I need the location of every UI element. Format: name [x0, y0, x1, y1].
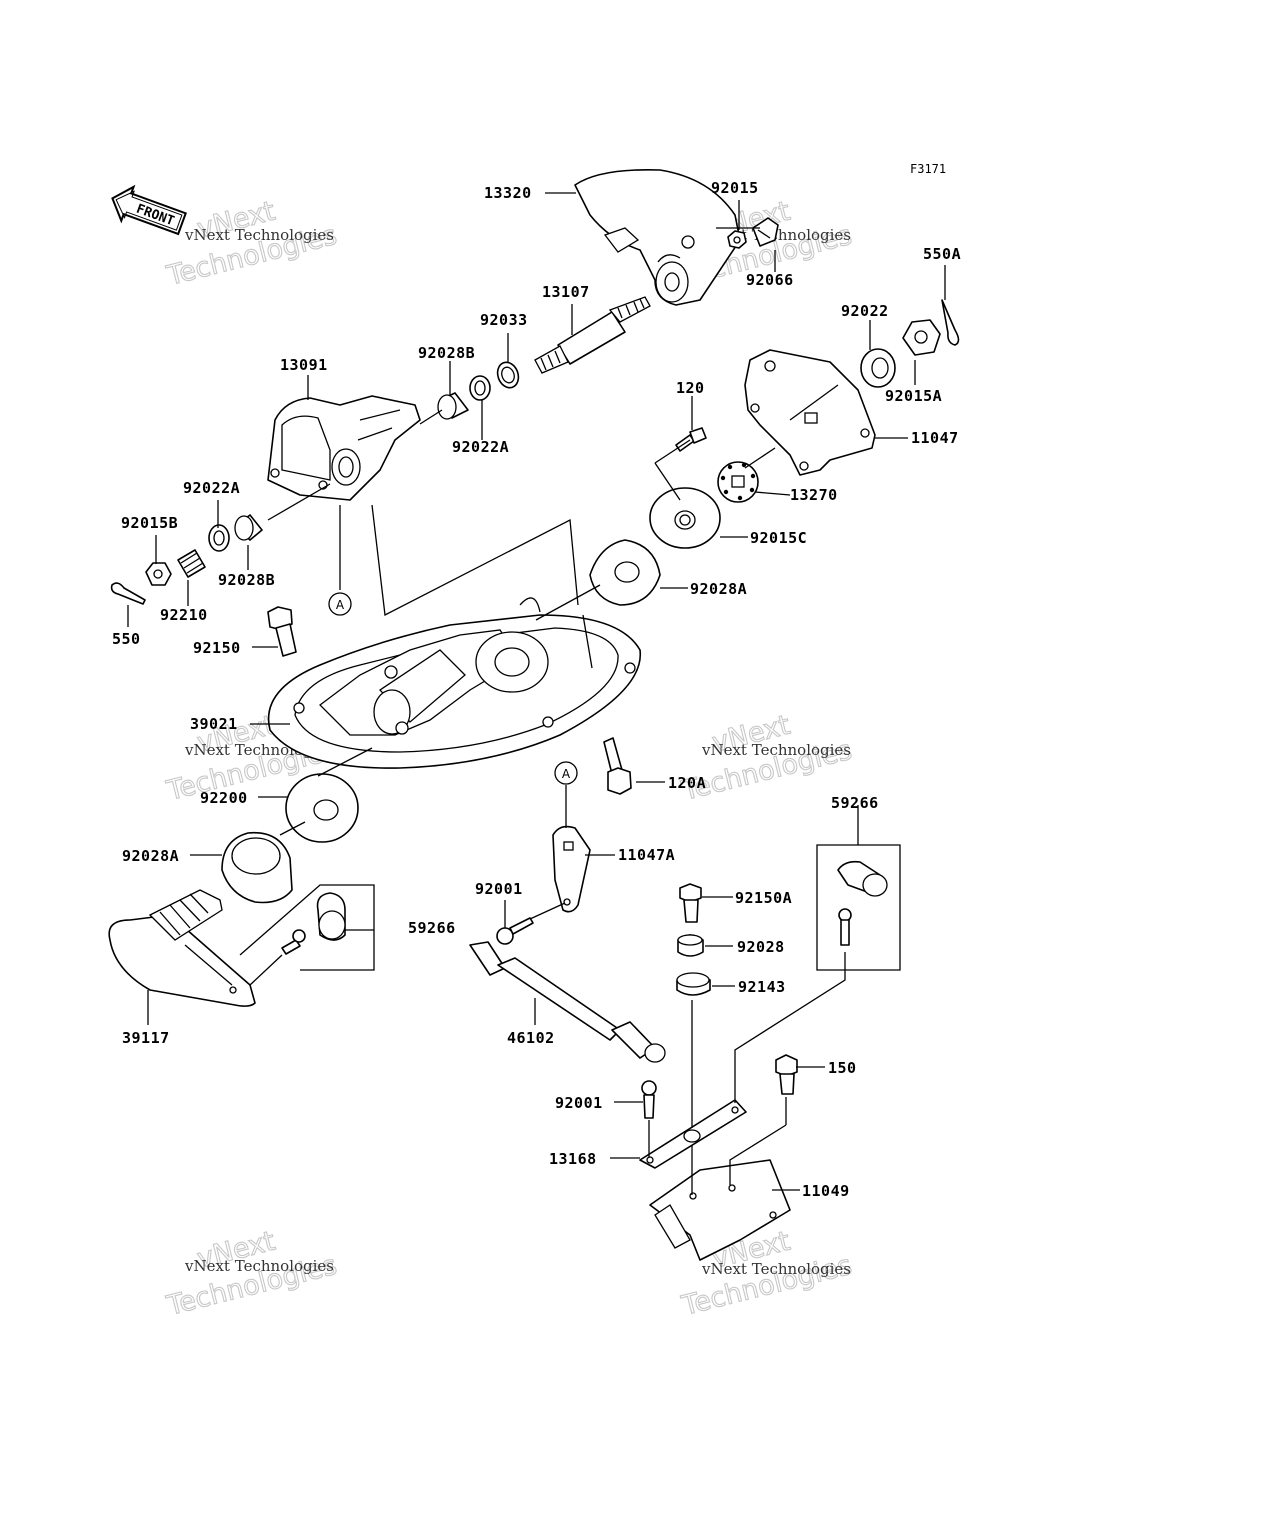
watermark-5: Technologies vNext vNext Technologies: [163, 1225, 341, 1323]
label-550A: 550A: [923, 245, 961, 263]
part-92015B-nut: [145, 562, 172, 586]
part-labels: 13320 92015 92066 550A 13107 92033 92022…: [112, 179, 961, 1200]
part-13107-shaft: [534, 296, 651, 374]
label-13168: 13168: [549, 1150, 597, 1168]
reference-callout-a-lower: A: [554, 761, 578, 785]
label-46102: 46102: [507, 1029, 555, 1047]
part-150-bolt: [775, 1054, 798, 1095]
label-39117: 39117: [122, 1029, 170, 1047]
watermark-text: vNext Technologies: [701, 1260, 851, 1278]
label-92022A-top: 92022A: [452, 438, 509, 456]
label-92143: 92143: [738, 978, 786, 996]
part-39021-deck: [267, 597, 642, 769]
part-92015A-castle-nut: [902, 319, 941, 356]
part-120-bolt: [675, 427, 707, 452]
part-39117-lever: [108, 889, 256, 1007]
part-46102-rod: [469, 941, 666, 1063]
part-92015C-nut: [649, 487, 721, 549]
part-11049-bracket: [649, 1159, 791, 1261]
label-11047A: 11047A: [618, 846, 675, 864]
label-150: 150: [828, 1059, 857, 1077]
watermark-1: Technologies vNext vNext Technologies: [163, 195, 341, 293]
label-59266-left: 59266: [408, 919, 456, 937]
label-550: 550: [112, 630, 141, 648]
part-550-cotter-pin: [110, 582, 146, 605]
part-92028-collar: [677, 934, 704, 957]
part-92150-bolt: [267, 606, 297, 657]
label-92028B-left: 92028B: [218, 571, 275, 589]
label-92028A-left: 92028A: [122, 847, 179, 865]
label-92028: 92028: [737, 938, 785, 956]
part-92022A-left-washer: [208, 524, 230, 552]
part-92028B-top-bushing: [437, 392, 469, 420]
label-13091: 13091: [280, 356, 328, 374]
label-120A: 120A: [668, 774, 706, 792]
part-11047-bracket: [744, 349, 876, 476]
part-13168-plate: [639, 1099, 747, 1169]
part-13320-handle: [574, 168, 741, 306]
part-92015-nut: [727, 230, 747, 249]
label-92001-low: 92001: [555, 1094, 603, 1112]
part-92028B-left-bushing: [234, 514, 263, 541]
label-92150: 92150: [193, 639, 241, 657]
part-13091-housing: [267, 395, 421, 501]
part-92066-pin: [752, 217, 779, 247]
part-92200-seal: [285, 773, 359, 843]
label-92028A-right: 92028A: [690, 580, 747, 598]
figure-code: F3171: [910, 162, 946, 176]
label-92015: 92015: [711, 179, 759, 197]
leader-lines: [127, 192, 946, 1195]
label-92150A: 92150A: [735, 889, 792, 907]
label-11049: 11049: [802, 1182, 850, 1200]
label-92015C: 92015C: [750, 529, 807, 547]
label-92015B: 92015B: [121, 514, 178, 532]
watermark-4: Technologies vNext vNext Technologies: [678, 709, 856, 808]
part-92022-washer: [860, 348, 896, 388]
reference-callout-a-upper: A: [328, 592, 352, 616]
label-92028B-top: 92028B: [418, 344, 475, 362]
label-13320: 13320: [484, 184, 532, 202]
label-11047: 11047: [911, 429, 959, 447]
part-92210-spring: [177, 549, 206, 578]
part-92028A-right-collar: [589, 539, 661, 606]
callout-letter: A: [336, 598, 345, 612]
label-92015A: 92015A: [885, 387, 942, 405]
watermark-text: vNext Technologies: [184, 1257, 334, 1275]
part-59266-right-joint: [837, 860, 888, 946]
part-92022A-top-washer: [469, 375, 491, 401]
label-13270: 13270: [790, 486, 838, 504]
label-13107: 13107: [542, 283, 590, 301]
part-11047A-arm: [552, 825, 591, 913]
watermark-text: vNext Technologies: [701, 741, 851, 759]
part-59266-left-joint: [281, 892, 346, 955]
part-92143-collar: [676, 972, 711, 996]
part-92028A-left-collar: [221, 831, 293, 904]
watermark-text: vNext Technologies: [184, 226, 334, 244]
part-13270-plate: [717, 461, 759, 503]
label-92066: 92066: [746, 271, 794, 289]
callout-letter: A: [562, 767, 571, 781]
part-92001-low-stud: [641, 1080, 657, 1119]
label-59266-right: 59266: [831, 794, 879, 812]
part-550A-cotter-pin: [941, 299, 960, 346]
part-92001-mid-stud: [496, 917, 534, 945]
label-92033: 92033: [480, 311, 528, 329]
label-120: 120: [676, 379, 705, 397]
label-92022: 92022: [841, 302, 889, 320]
label-39021: 39021: [190, 715, 238, 733]
front-arrow-icon: FRONT: [111, 184, 187, 236]
part-120A-bolt: [603, 737, 632, 795]
label-92200: 92200: [200, 789, 248, 807]
label-92022A-left: 92022A: [183, 479, 240, 497]
label-92210: 92210: [160, 606, 208, 624]
part-92033-circlip: [496, 361, 520, 389]
part-92150A-bolt: [679, 883, 702, 923]
label-92001-mid: 92001: [475, 880, 523, 898]
